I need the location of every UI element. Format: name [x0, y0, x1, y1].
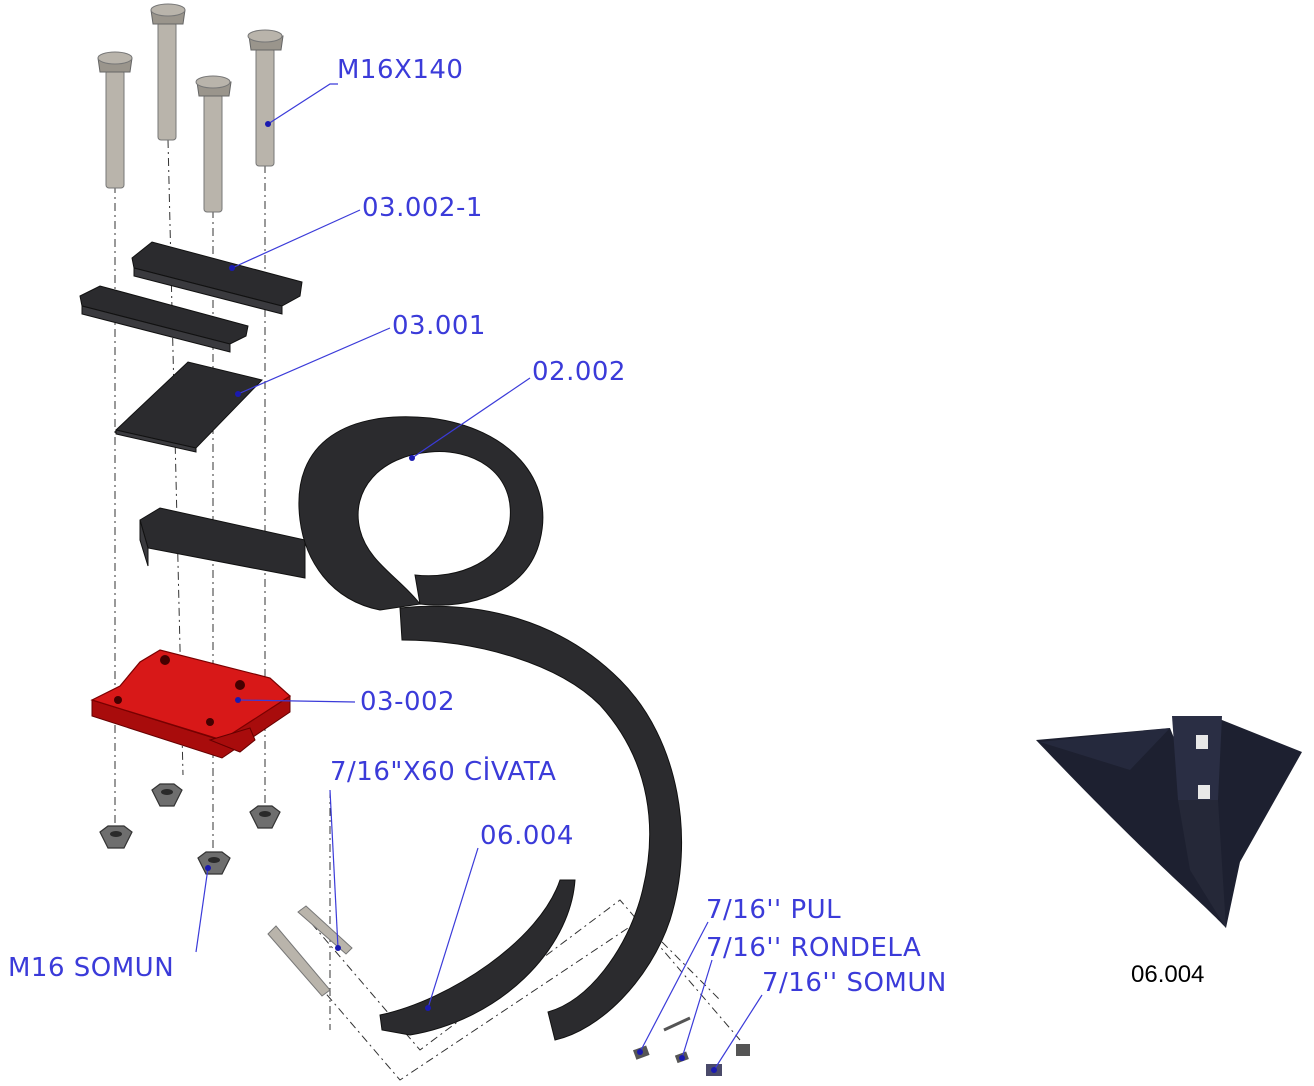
- part-labels: M16X140 03.002-1 03.001 02.002 03-002 7/…: [8, 55, 947, 998]
- leader-lines: [195, 83, 763, 1073]
- nut-4: [249, 805, 281, 829]
- label-m16-somun: M16 SOMUN: [8, 953, 174, 983]
- label-06-004: 06.004: [480, 821, 574, 851]
- bolt-m16x140-group: [97, 3, 284, 213]
- nut-1: [99, 825, 133, 849]
- nut-3: [197, 851, 231, 875]
- photo-caption: 06.004: [1131, 961, 1204, 988]
- share-slot-bottom: [1198, 785, 1210, 799]
- label-7-16-x60-civata: 7/16"X60 CİVATA: [330, 755, 556, 787]
- spring-tine: [139, 416, 683, 1041]
- label-03-002-1: 03.002-1: [362, 193, 483, 223]
- share-slot-top: [1196, 735, 1208, 749]
- label-02-002: 02.002: [532, 357, 626, 387]
- bolt-1: [97, 51, 133, 189]
- flat-plate: [114, 361, 263, 453]
- bolt-3: [195, 75, 232, 213]
- share-photo: [1036, 716, 1302, 928]
- label-7-16-rondela: 7/16'' RONDELA: [706, 933, 921, 963]
- bolts-7-16: [267, 905, 353, 997]
- label-7-16-pul: 7/16'' PUL: [706, 895, 841, 925]
- label-m16x140: M16X140: [337, 55, 463, 85]
- nuts-m16: [99, 783, 281, 875]
- bolt-2: [150, 3, 186, 141]
- strip-plates: [79, 241, 303, 353]
- bolt-4: [247, 29, 284, 167]
- label-7-16-somun: 7/16'' SOMUN: [762, 968, 947, 998]
- share-blade: [379, 879, 576, 1036]
- nut-2: [151, 783, 183, 807]
- label-03-001: 03.001: [392, 311, 486, 341]
- label-03-002: 03-002: [360, 687, 455, 717]
- clamp-body: [90, 649, 291, 759]
